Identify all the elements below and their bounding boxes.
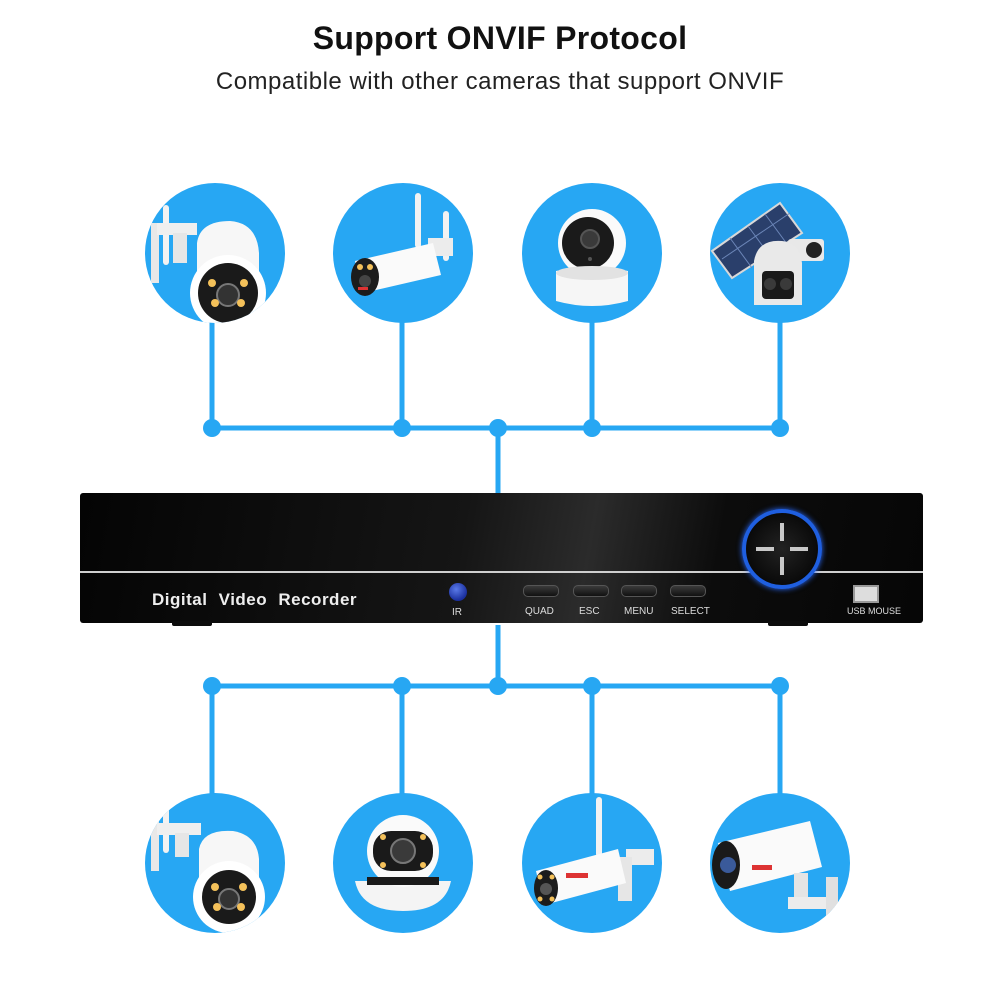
bullet-wifi-camera-icon: [522, 793, 662, 933]
quad-button-label: QUAD: [525, 606, 554, 617]
usb-port-icon[interactable]: [853, 585, 879, 603]
turret-dome-camera-icon: [333, 793, 473, 933]
junction-node: [583, 419, 601, 437]
menu-button[interactable]: [621, 585, 657, 597]
junction-node: [393, 677, 411, 695]
junction-node: [771, 677, 789, 695]
dvr-label: Digital Video Recorder: [152, 590, 358, 609]
junction-node: [203, 419, 221, 437]
indoor-pan-tilt-camera-icon: [522, 183, 662, 323]
digital-video-recorder: Digital Video Recorder IR QUAD ESC MENU …: [80, 493, 923, 626]
ir-label: IR: [452, 607, 462, 618]
select-button-label: SELECT: [671, 606, 710, 617]
page-subtitle: Compatible with other cameras that suppo…: [215, 68, 785, 95]
esc-button[interactable]: [573, 585, 609, 597]
select-button[interactable]: [670, 585, 706, 597]
dpad-right-icon[interactable]: [790, 547, 808, 551]
junction-node: [393, 419, 411, 437]
quad-button[interactable]: [523, 585, 559, 597]
navigation-dpad[interactable]: [742, 509, 822, 589]
page-title: Support ONVIF Protocol: [312, 20, 688, 56]
dvr-foot: [768, 621, 808, 626]
ptz-dome-camera-icon: [145, 183, 285, 323]
junction-node: [489, 677, 507, 695]
junction-node: [583, 677, 601, 695]
solar-battery-camera-icon: [710, 183, 850, 323]
dvr-foot: [172, 621, 212, 626]
usb-label: USB MOUSE: [847, 606, 902, 616]
ptz-dome-camera-icon: [145, 793, 285, 933]
dpad-left-icon[interactable]: [756, 547, 774, 551]
bullet-camera-icon: [710, 793, 850, 933]
dpad-down-icon[interactable]: [780, 557, 784, 575]
menu-button-label: MENU: [624, 606, 654, 617]
junction-node: [203, 677, 221, 695]
ir-sensor-icon: [449, 583, 467, 601]
junction-node: [489, 419, 507, 437]
dpad-up-icon[interactable]: [780, 523, 784, 541]
junction-node: [771, 419, 789, 437]
bullet-wifi-camera-icon: [333, 183, 473, 323]
dvr-trim-line: [80, 571, 923, 573]
esc-button-label: ESC: [579, 606, 600, 617]
